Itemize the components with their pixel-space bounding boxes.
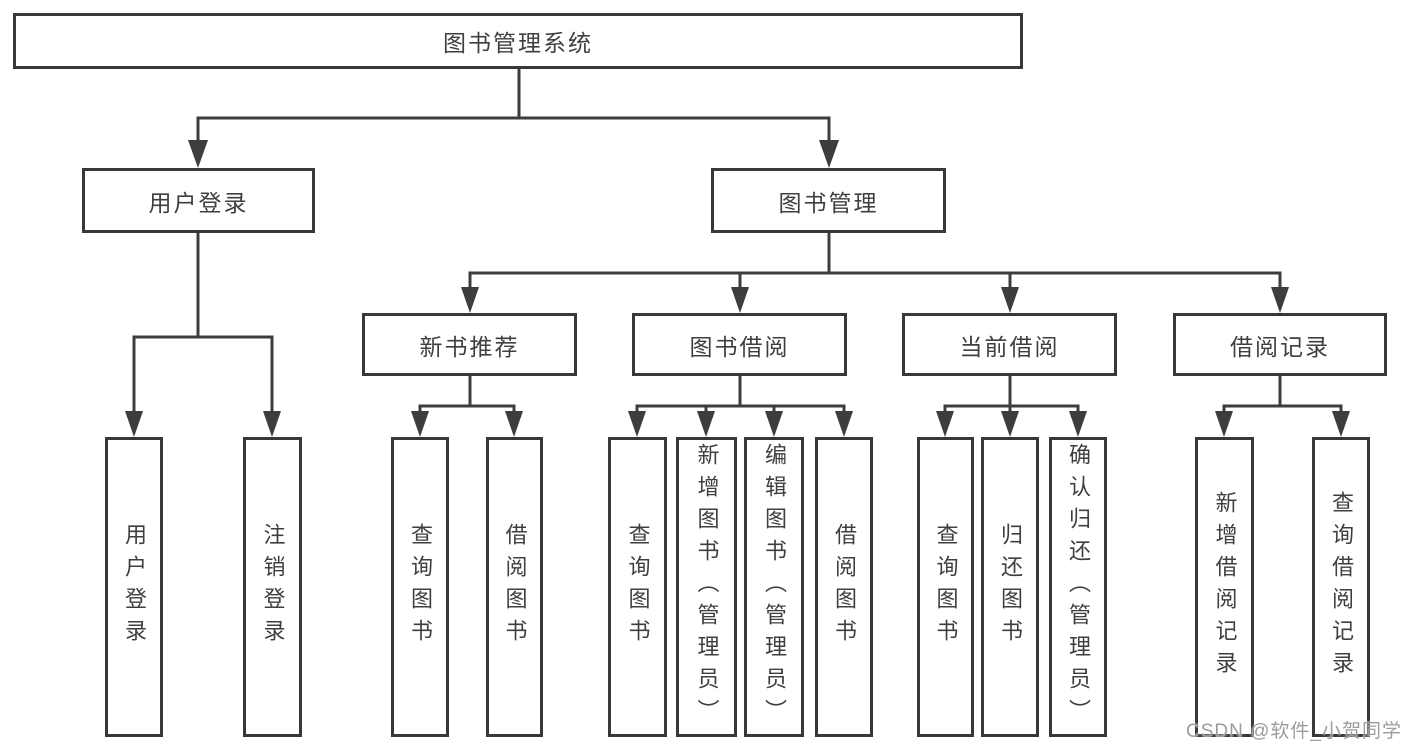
- node-new-book-recommendation: 新书推荐: [362, 313, 577, 376]
- connector-borrowing-records-branch: [1215, 374, 1350, 437]
- connector-root-branch: [188, 67, 839, 168]
- node-user-login: 用户登录: [82, 168, 315, 233]
- connector-current-borrowing-branch: [936, 374, 1087, 437]
- node-library-system: 图书管理系统: [13, 13, 1023, 69]
- leaf-add-borrow-record: 新增借阅记录: [1195, 437, 1254, 737]
- connector-book-management-branch: [461, 231, 1289, 313]
- leaf-user-login: 用户登录: [105, 437, 163, 737]
- leaf-borrow-books-recommend: 借阅图书: [486, 437, 543, 737]
- node-borrowing-records: 借阅记录: [1173, 313, 1387, 376]
- connector-user-login-branch: [125, 231, 281, 437]
- node-book-management: 图书管理: [711, 168, 946, 233]
- node-current-borrowing: 当前借阅: [902, 313, 1117, 376]
- leaf-query-borrow-record: 查询借阅记录: [1312, 437, 1370, 737]
- watermark: CSDN @软件_小贺同学: [1186, 721, 1402, 742]
- leaf-edit-book-admin: 编辑图书（管理员）: [744, 437, 804, 737]
- connector-book-borrowing-branch: [628, 374, 853, 437]
- node-book-borrowing: 图书借阅: [632, 313, 847, 376]
- leaf-query-books-current: 查询图书: [917, 437, 974, 737]
- leaf-return-books: 归还图书: [981, 437, 1039, 737]
- leaf-confirm-return-admin: 确认归还（管理员）: [1049, 437, 1107, 737]
- leaf-add-book-admin: 新增图书（管理员）: [676, 437, 737, 737]
- leaf-query-books-borrowing: 查询图书: [608, 437, 667, 737]
- connector-new-book-branch: [411, 374, 523, 437]
- leaf-query-books-recommend: 查询图书: [391, 437, 449, 737]
- leaf-borrow-books-borrowing: 借阅图书: [815, 437, 873, 737]
- leaf-logout: 注销登录: [243, 437, 302, 737]
